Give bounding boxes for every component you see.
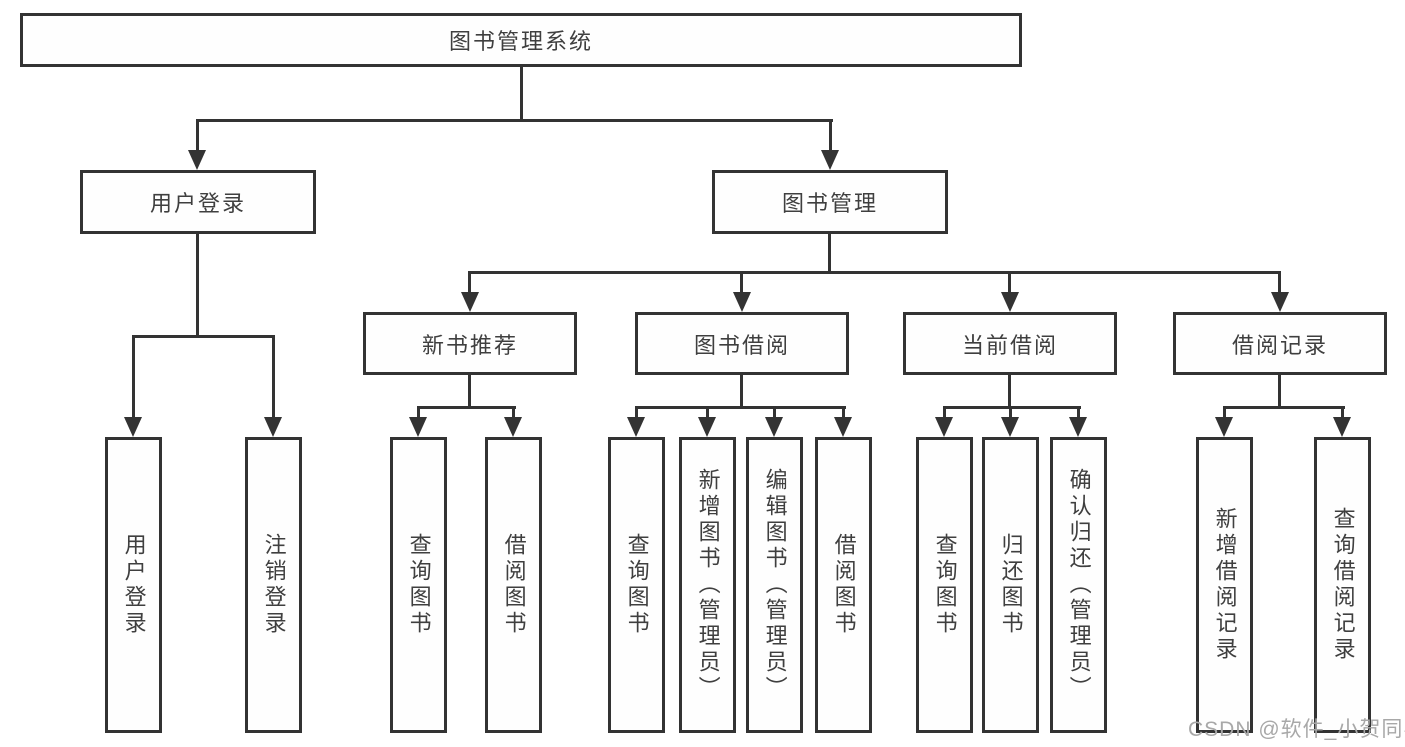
connector-line <box>468 271 471 293</box>
leaf-borrow-books-borrowing-label: 借阅图书 <box>831 533 857 637</box>
leaf-return-books-label: 归还图书 <box>998 533 1024 637</box>
node-root-label: 图书管理系统 <box>448 29 593 54</box>
node-user-login-label: 用户登录 <box>149 191 246 216</box>
arrow-down-icon <box>461 292 479 312</box>
connector-line <box>469 271 1281 274</box>
connector-line <box>417 406 420 418</box>
connector-line <box>829 119 832 152</box>
connector-line <box>706 406 709 418</box>
connector-line <box>132 335 135 417</box>
node-borrowing-records: 借阅记录 <box>1173 312 1387 375</box>
leaf-confirm-return-admin-label: 确认归还（管理员） <box>1066 468 1092 702</box>
connector-line <box>132 335 275 338</box>
connector-line <box>520 66 523 121</box>
connector-line <box>1278 373 1281 409</box>
arrow-down-icon <box>627 417 645 437</box>
node-new-book-recommendation-label: 新书推荐 <box>421 332 518 358</box>
node-book-management: 图书管理 <box>712 170 948 234</box>
leaf-logout-label: 注销登录 <box>261 533 287 637</box>
leaf-user-login-label: 用户登录 <box>121 533 147 637</box>
leaf-add-book-admin-label: 新增图书（管理员） <box>695 468 721 702</box>
node-borrowing-records-label: 借阅记录 <box>1231 332 1328 358</box>
node-user-login: 用户登录 <box>80 170 316 234</box>
arrow-down-icon <box>1333 417 1351 437</box>
node-book-management-label: 图书管理 <box>781 191 878 216</box>
connector-line <box>196 119 833 122</box>
connector-line <box>1077 406 1080 418</box>
connector-line <box>196 119 199 152</box>
arrow-down-icon <box>834 417 852 437</box>
connector-line <box>1223 406 1345 409</box>
leaf-logout: 注销登录 <box>245 437 302 733</box>
connector-line <box>1278 271 1281 293</box>
arrow-down-icon <box>1215 417 1233 437</box>
arrow-down-icon <box>124 417 142 437</box>
leaf-query-books-current: 查询图书 <box>916 437 973 733</box>
leaf-query-books-recommend: 查询图书 <box>390 437 447 733</box>
arrow-down-icon <box>188 150 206 170</box>
leaf-add-book-admin: 新增图书（管理员） <box>679 437 736 733</box>
connector-line <box>943 406 1081 409</box>
arrow-down-icon <box>1069 417 1087 437</box>
arrow-down-icon <box>409 417 427 437</box>
connector-line <box>1223 406 1226 418</box>
leaf-query-books-recommend-label: 查询图书 <box>406 533 432 637</box>
leaf-edit-book-admin: 编辑图书（管理员） <box>746 437 803 733</box>
leaf-edit-book-admin-label: 编辑图书（管理员） <box>762 468 788 702</box>
leaf-query-books-borrowing-label: 查询图书 <box>624 533 650 637</box>
leaf-user-login: 用户登录 <box>105 437 162 733</box>
connector-line <box>740 271 743 293</box>
leaf-query-books-borrowing: 查询图书 <box>608 437 665 733</box>
connector-line <box>1008 271 1011 293</box>
connector-line <box>943 406 946 418</box>
connector-line <box>512 406 515 418</box>
arrow-down-icon <box>765 417 783 437</box>
leaf-borrow-books-recommend-label: 借阅图书 <box>501 533 527 637</box>
node-current-borrowing-label: 当前借阅 <box>961 332 1058 358</box>
connector-line <box>1008 373 1011 409</box>
leaf-add-borrow-record: 新增借阅记录 <box>1196 437 1253 733</box>
arrow-down-icon <box>264 417 282 437</box>
leaf-confirm-return-admin: 确认归还（管理员） <box>1050 437 1107 733</box>
connector-line <box>773 406 776 418</box>
arrow-down-icon <box>1271 292 1289 312</box>
connector-line <box>272 335 275 417</box>
arrow-down-icon <box>935 417 953 437</box>
leaf-query-borrow-record: 查询借阅记录 <box>1314 437 1371 733</box>
node-book-borrowing-label: 图书借阅 <box>693 332 790 358</box>
connector-line <box>1341 406 1344 418</box>
leaf-return-books: 归还图书 <box>982 437 1039 733</box>
node-current-borrowing: 当前借阅 <box>903 312 1117 375</box>
connector-line <box>635 406 638 418</box>
connector-line <box>196 232 199 337</box>
connector-line <box>635 406 846 409</box>
connector-line <box>417 406 516 409</box>
connector-line <box>740 373 743 409</box>
connector-line <box>842 406 845 418</box>
node-root-system: 图书管理系统 <box>20 13 1022 67</box>
leaf-borrow-books-borrowing: 借阅图书 <box>815 437 872 733</box>
arrow-down-icon <box>1001 292 1019 312</box>
connector-line <box>468 373 471 409</box>
leaf-query-books-current-label: 查询图书 <box>932 533 958 637</box>
node-book-borrowing: 图书借阅 <box>635 312 849 375</box>
node-new-book-recommendation: 新书推荐 <box>363 312 577 375</box>
leaf-query-borrow-record-label: 查询借阅记录 <box>1330 507 1356 663</box>
connector-line <box>1009 406 1012 418</box>
leaf-borrow-books-recommend: 借阅图书 <box>485 437 542 733</box>
connector-line <box>828 232 831 274</box>
arrow-down-icon <box>698 417 716 437</box>
arrow-down-icon <box>733 292 751 312</box>
arrow-down-icon <box>821 150 839 170</box>
arrow-down-icon <box>1001 417 1019 437</box>
watermark-text: CSDN @软件_小贺同学 <box>1188 718 1405 741</box>
arrow-down-icon <box>504 417 522 437</box>
leaf-add-borrow-record-label: 新增借阅记录 <box>1212 507 1238 663</box>
